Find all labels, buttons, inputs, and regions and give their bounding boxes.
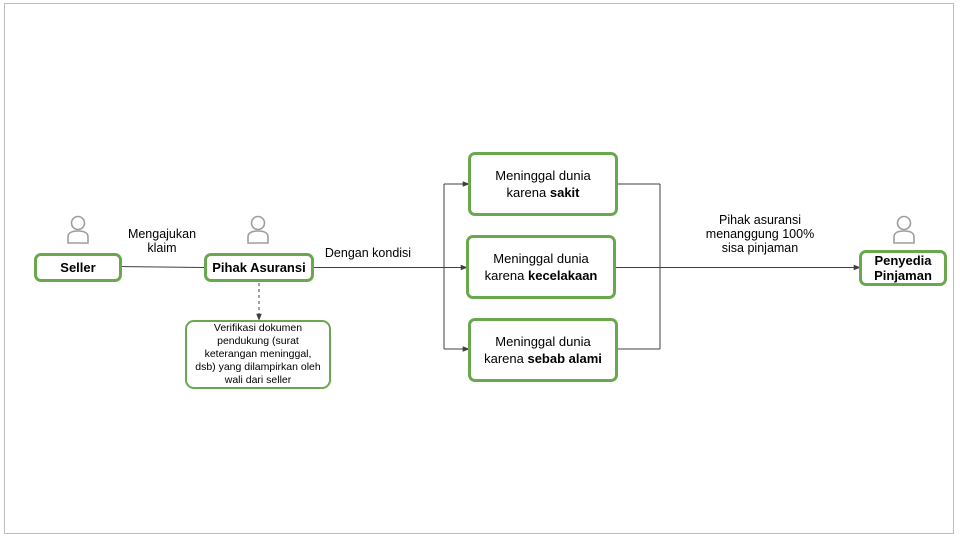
person-icon: [893, 215, 915, 244]
node-verification-label: Verifikasi dokumen pendukung (surat kete…: [195, 322, 321, 386]
condition-3-prefix: karena: [484, 351, 528, 366]
node-lender[interactable]: Penyedia Pinjaman: [859, 250, 947, 286]
coverage-line3: sisa pinjaman: [721, 241, 799, 255]
condition-2-line1: Meninggal dunia: [493, 251, 589, 266]
edge-seller-insurer: [120, 266, 205, 268]
edge-label-claim: Mengajukan klaim: [122, 227, 202, 255]
node-seller[interactable]: Seller: [34, 253, 122, 282]
condition-2-prefix: karena: [484, 268, 528, 283]
claim-line2: klaim: [147, 241, 177, 255]
claim-line1: Mengajukan: [127, 227, 197, 241]
node-lender-label-line2: Pinjaman: [874, 268, 932, 283]
edge-label-coverage: Pihak asuransi menanggung 100% sisa pinj…: [695, 213, 825, 255]
condition-label-text: Dengan kondisi: [324, 246, 412, 260]
node-verification[interactable]: Verifikasi dokumen pendukung (surat kete…: [185, 320, 331, 389]
node-insurer-label: Pihak Asuransi: [212, 260, 306, 275]
condition-3-line1: Meninggal dunia: [495, 334, 591, 349]
diagram-frame: [4, 3, 954, 534]
condition-2-bold: kecelakaan: [527, 268, 598, 283]
edge-label-condition: Dengan kondisi: [318, 246, 418, 260]
condition-1-line1: Meninggal dunia: [495, 168, 591, 183]
person-icon: [67, 215, 89, 244]
node-insurer[interactable]: Pihak Asuransi: [204, 253, 314, 282]
person-icon: [247, 215, 269, 244]
condition-1-prefix: karena: [506, 185, 550, 200]
node-condition-kecelakaan[interactable]: Meninggal dunia karena kecelakaan: [466, 235, 616, 299]
condition-3-bold: sebab alami: [527, 351, 602, 366]
node-condition-sebab-alami[interactable]: Meninggal dunia karena sebab alami: [468, 318, 618, 382]
node-condition-sakit[interactable]: Meninggal dunia karena sakit: [468, 152, 618, 216]
node-seller-label: Seller: [60, 260, 96, 275]
coverage-line1: Pihak asuransi: [719, 213, 801, 227]
node-lender-label-line1: Penyedia: [874, 253, 932, 268]
condition-1-bold: sakit: [549, 185, 580, 200]
coverage-line2: menanggung 100%: [705, 227, 815, 241]
